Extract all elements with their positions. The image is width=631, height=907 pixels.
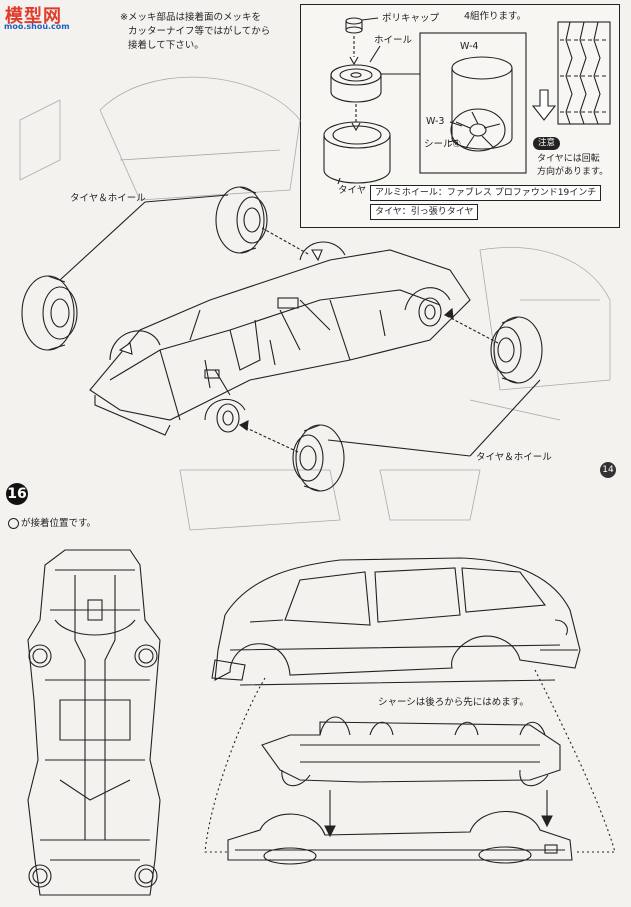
label-poly-cap: ポリキャップ (382, 13, 440, 24)
tire-front-right (490, 316, 543, 384)
chassis-underside-view (27, 549, 161, 896)
chrome-note-line3: 接着して下さい。 (128, 40, 204, 51)
chassis-fit-note: シャーシは後ろから先にはめます。 (378, 697, 529, 708)
caution-line2: 方向があります。 (537, 167, 609, 177)
glue-position-note: が接着位置です。 (8, 517, 96, 530)
tire-rear-right (292, 424, 345, 492)
label-make-four: 4組作ります。 (464, 11, 527, 22)
tire-rear-left (21, 275, 78, 351)
glue-position-note-text: が接着位置です。 (21, 518, 97, 529)
lower-body-shell (227, 811, 573, 865)
chrome-note-line1: ※メッキ部品は接着面のメッキを (120, 12, 261, 23)
step-number-16: 16 (6, 483, 28, 505)
chassis-step15 (89, 241, 471, 436)
chrome-note-line2: カッターナイフ等ではがしてから (128, 26, 271, 37)
label-seal: シール④ (424, 139, 462, 150)
tire-tread-pattern (557, 21, 611, 125)
logo-url: moo.shou.com (4, 22, 70, 31)
w4-barrel (451, 56, 513, 150)
wheel-parts-inner-box (419, 32, 527, 174)
minivan-body (211, 557, 581, 686)
poly-cap (345, 17, 379, 34)
tire-part (323, 121, 391, 185)
spec-tire: タイヤ：引っ張りタイヤ (370, 204, 479, 220)
interior-chassis (261, 716, 561, 787)
label-part-w3: W-3 (426, 116, 445, 127)
step-marker-lower: 14 (600, 462, 616, 478)
label-tire-wheel-top: タイヤ＆ホイール (70, 193, 146, 204)
label-wheel: ホイール (374, 35, 413, 46)
tire-front-left (215, 186, 268, 254)
wheel-part (330, 45, 420, 103)
spec-aluminum-wheel: アルミホイール：ファブレス プロファウンド19インチ (370, 185, 602, 201)
w3-wheel-face (450, 108, 506, 152)
ghost-background-parts (19, 76, 611, 531)
label-part-w4: W-4 (460, 41, 479, 52)
glue-position-markers (28, 644, 158, 888)
caution-badge: 注意 (533, 137, 561, 150)
label-tire: タイヤ (338, 185, 367, 196)
caution-line1: タイヤには回転 (537, 154, 600, 164)
label-tire-wheel-bottom: タイヤ＆ホイール (476, 452, 552, 463)
rotation-arrow-icon (531, 89, 557, 121)
glue-circle-icon (8, 518, 19, 529)
logo-text: 模型网 (5, 6, 62, 27)
site-logo: 模型网 moo.shou.com (2, 2, 70, 34)
